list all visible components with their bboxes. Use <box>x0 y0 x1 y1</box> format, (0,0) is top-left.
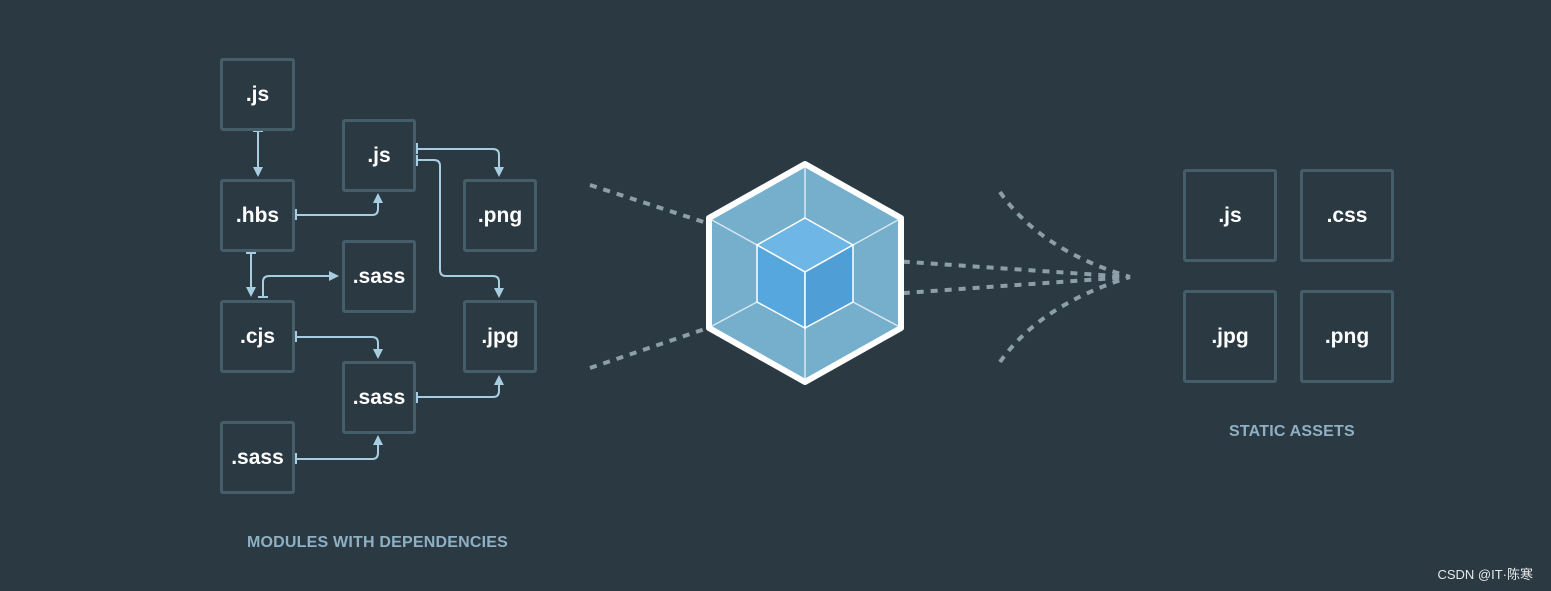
module-box-cjs: .cjs <box>220 300 295 373</box>
module-box-js-top: .js <box>220 58 295 131</box>
module-box-js-mid: .js <box>342 119 416 192</box>
asset-box-js: .js <box>1183 169 1277 262</box>
beam-out-bottom <box>804 275 1131 302</box>
module-box-sass-lower: .sass <box>342 361 416 434</box>
beam-out-curve-bottom <box>998 275 1131 364</box>
module-box-sass-mid: .sass <box>342 240 416 313</box>
dependency-arrows <box>246 130 504 464</box>
module-box-hbs: .hbs <box>220 179 295 252</box>
beam-in-bottom <box>589 293 806 370</box>
asset-box-png: .png <box>1300 290 1394 383</box>
beam-out-top <box>804 253 1131 279</box>
cube-inner-right <box>804 243 854 330</box>
arrow-js-to-png <box>416 143 504 177</box>
arrow-cjs-to-sass-lower <box>295 331 383 359</box>
arrow-cjs-to-sass <box>258 271 339 298</box>
arrow-js-to-hbs <box>253 130 263 177</box>
arrow-sass-lower-to-jpg <box>416 375 504 403</box>
beam-out-curve-top <box>998 190 1131 279</box>
module-box-sass-bottom-left: .sass <box>220 421 295 494</box>
asset-box-jpg: .jpg <box>1183 290 1277 383</box>
arrow-sass-to-sass-lower <box>295 435 383 464</box>
module-box-jpg: .jpg <box>463 300 537 373</box>
webpack-cube-logo <box>706 161 904 385</box>
module-box-png: .png <box>463 179 537 252</box>
arrow-hbs-to-cjs <box>246 252 256 297</box>
arrow-js-to-jpg <box>416 155 504 298</box>
modules-caption: MODULES WITH DEPENDENCIES <box>247 534 509 551</box>
watermark-text: CSDN @IT·陈寒 <box>1437 567 1533 582</box>
arrow-hbs-to-js <box>295 193 383 220</box>
assets-caption: STATIC ASSETS <box>1229 423 1355 440</box>
asset-box-css: .css <box>1300 169 1394 262</box>
